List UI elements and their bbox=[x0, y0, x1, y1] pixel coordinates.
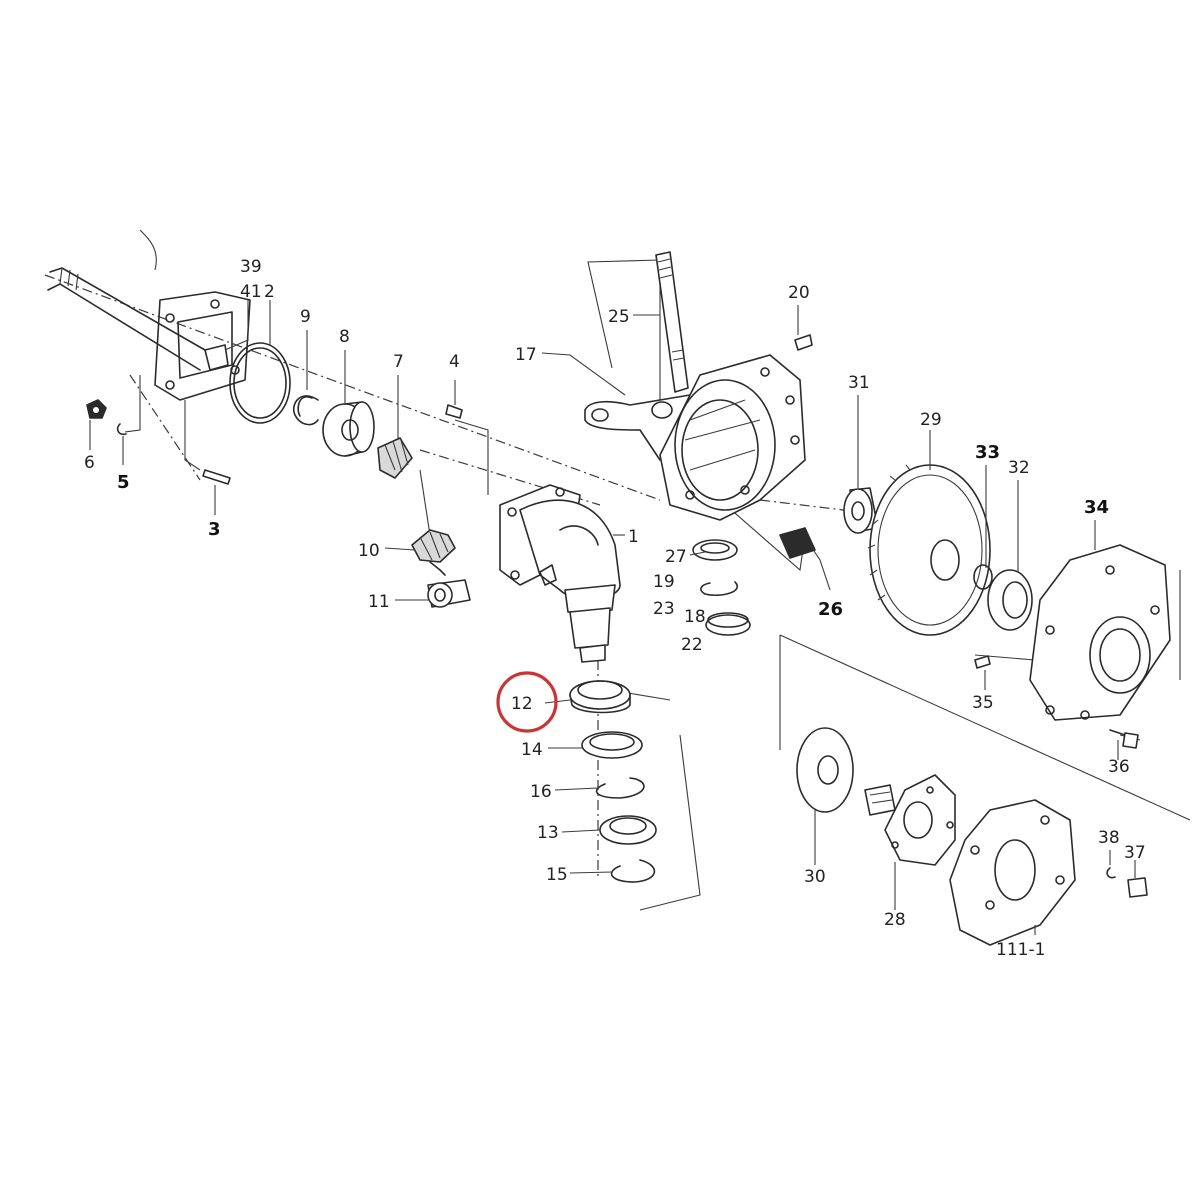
bolt-37 bbox=[1127, 877, 1148, 898]
label-15: 15 bbox=[546, 865, 568, 885]
label-7: 7 bbox=[393, 352, 404, 372]
label-18: 18 bbox=[684, 607, 706, 627]
bearing-11 bbox=[427, 579, 471, 608]
bolt-36 bbox=[1109, 729, 1139, 749]
bearing-13 bbox=[599, 815, 657, 845]
part-labels: 39 41 2 9 8 7 4 6 5 3 10 11 1 17 25 20 3… bbox=[84, 257, 1146, 960]
bevel-gear bbox=[411, 529, 456, 576]
label-19: 19 bbox=[653, 572, 675, 592]
label-20: 20 bbox=[788, 283, 810, 303]
label-8: 8 bbox=[339, 327, 350, 347]
label-29: 29 bbox=[920, 410, 942, 430]
king-pin-shaft bbox=[655, 251, 689, 393]
label-36: 36 bbox=[1108, 757, 1130, 777]
label-4: 4 bbox=[449, 352, 460, 372]
leader-lines bbox=[89, 300, 1136, 935]
ring-gear bbox=[867, 464, 991, 636]
label-28: 28 bbox=[884, 910, 906, 930]
highlight-circle bbox=[496, 671, 558, 733]
wheel-hub bbox=[864, 774, 956, 866]
snap-ring-16 bbox=[595, 777, 645, 799]
label-13: 13 bbox=[537, 823, 559, 843]
label-41: 41 bbox=[240, 282, 262, 302]
bearing-32 bbox=[987, 569, 1033, 631]
snap-ring-15 bbox=[610, 859, 656, 883]
label-1: 1 bbox=[628, 527, 639, 547]
oil-seal-30 bbox=[796, 727, 854, 813]
label-38: 38 bbox=[1098, 828, 1120, 848]
washer bbox=[116, 423, 127, 436]
label-23: 23 bbox=[653, 599, 675, 619]
stud-bolt bbox=[202, 469, 231, 485]
gear-case-housing bbox=[499, 484, 621, 663]
label-35: 35 bbox=[972, 693, 994, 713]
label-34: 34 bbox=[1084, 497, 1109, 518]
label-30: 30 bbox=[804, 867, 826, 887]
label-26: 26 bbox=[818, 599, 843, 620]
pin bbox=[445, 404, 463, 419]
ball-bearing bbox=[322, 401, 375, 457]
bearing-27 bbox=[692, 539, 738, 561]
label-16: 16 bbox=[530, 782, 552, 802]
label-10: 10 bbox=[358, 541, 380, 561]
label-3: 3 bbox=[208, 519, 221, 540]
snap-ring-33 bbox=[973, 564, 993, 590]
label-6: 6 bbox=[84, 453, 95, 473]
label-31: 31 bbox=[848, 373, 870, 393]
final-drive-cover bbox=[1029, 544, 1171, 721]
bearing-31 bbox=[843, 487, 879, 534]
label-32: 32 bbox=[1008, 458, 1030, 478]
tapered-bearing bbox=[779, 527, 816, 559]
label-27: 27 bbox=[665, 547, 687, 567]
oil-seal-14 bbox=[581, 731, 643, 759]
o-ring bbox=[229, 342, 291, 424]
snap-ring bbox=[293, 395, 319, 426]
label-11: 11 bbox=[368, 592, 390, 612]
nut bbox=[86, 399, 107, 419]
label-9: 9 bbox=[300, 307, 311, 327]
breather-plug bbox=[794, 334, 813, 351]
snap-ring-19 bbox=[700, 581, 738, 597]
label-37: 37 bbox=[1124, 843, 1146, 863]
label-39: 39 bbox=[240, 257, 262, 277]
washer-38 bbox=[1106, 867, 1116, 879]
wheel-disc bbox=[949, 799, 1076, 946]
axle-shaft-assembly bbox=[47, 229, 251, 401]
oil-seal-12 bbox=[569, 680, 631, 714]
label-14: 14 bbox=[521, 740, 543, 760]
label-12: 12 bbox=[511, 694, 533, 714]
final-drive-case bbox=[659, 354, 806, 521]
label-33: 33 bbox=[975, 442, 1000, 463]
label-22: 22 bbox=[681, 635, 703, 655]
bearing-18 bbox=[705, 612, 751, 636]
label-2: 2 bbox=[264, 282, 275, 302]
label-111-1: 111-1 bbox=[996, 940, 1045, 960]
label-5: 5 bbox=[117, 472, 130, 493]
bevel-pinion-gear bbox=[377, 437, 413, 479]
label-17: 17 bbox=[515, 345, 537, 365]
label-25: 25 bbox=[608, 307, 630, 327]
dowel-pin bbox=[974, 655, 991, 669]
